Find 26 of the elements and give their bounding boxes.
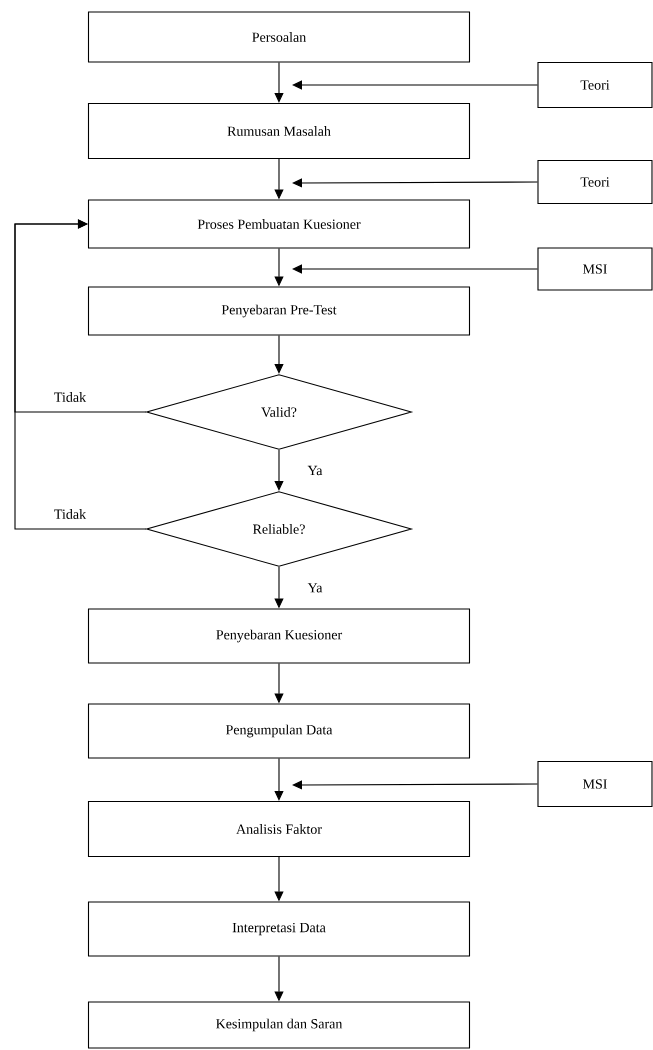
edge-label: Tidak — [52, 391, 88, 403]
input-box: Teori — [537, 61, 653, 109]
arrow — [274, 62, 284, 103]
process-box: Persoalan — [87, 11, 471, 63]
arrow — [292, 178, 538, 188]
process-box: Penyebaran Kuesioner — [87, 608, 471, 664]
input-box: MSI — [537, 760, 653, 808]
edge-label: Ya — [306, 464, 324, 477]
arrow — [274, 449, 284, 491]
arrow — [274, 335, 284, 374]
process-box: Pengumpulan Data — [87, 703, 471, 759]
edge-label: Tidak — [52, 508, 88, 520]
process-box: Interpretasi Data — [87, 901, 471, 957]
arrow — [274, 758, 284, 801]
process-box: Proses Pembuatan Kuesioner — [87, 199, 471, 249]
arrow — [292, 80, 538, 90]
input-box: MSI — [537, 247, 653, 291]
process-box: Penyebaran Pre-Test — [87, 286, 471, 336]
process-box: Kesimpulan dan Saran — [87, 1001, 471, 1049]
process-box: Analisis Faktor — [87, 800, 471, 858]
arrow — [14, 219, 147, 530]
process-box: Rumusan Masalah — [87, 102, 471, 160]
arrow — [292, 780, 538, 790]
input-box: Teori — [537, 159, 653, 205]
arrow — [292, 264, 538, 274]
edge-label: Ya — [306, 582, 324, 594]
